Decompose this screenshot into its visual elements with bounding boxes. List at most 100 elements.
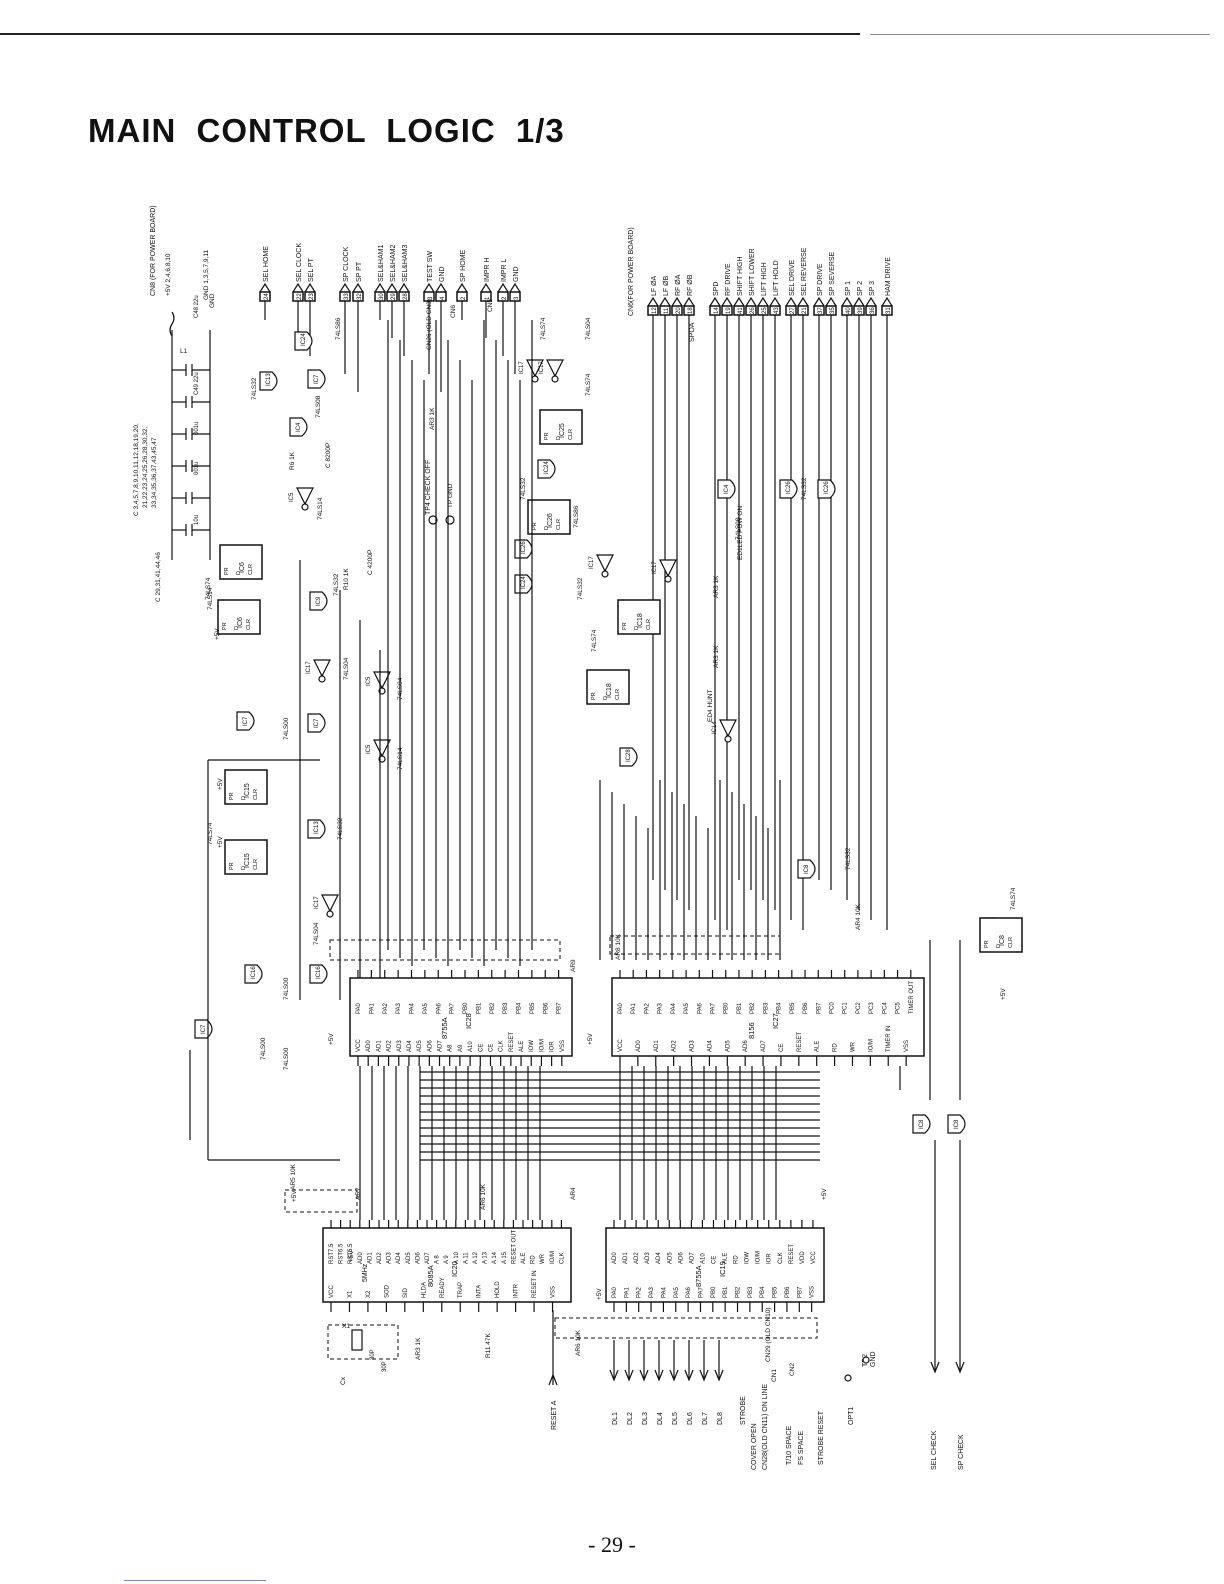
ic-pin-label: HOLD xyxy=(495,1281,501,1298)
ic-pin-label: IOR xyxy=(767,1253,773,1264)
ic-pin-label: PA6 xyxy=(436,1002,442,1014)
gate-ic26: IC26 xyxy=(779,479,798,499)
ic-pin-label: PB4 xyxy=(517,1002,523,1014)
ic-pin-label: IO/M xyxy=(868,1039,874,1052)
flip-flop-pin: PR xyxy=(229,792,235,800)
gate-body xyxy=(289,417,308,437)
power-connector-signal-label: SHIFT HIGH xyxy=(737,256,744,296)
ic-pin-label: PB0 xyxy=(724,1002,730,1014)
ic-pin-label: PB3 xyxy=(748,1286,754,1298)
flip-flop-pin: PR xyxy=(229,862,235,870)
gate-ic24: IC24 xyxy=(537,459,556,479)
gate-ic7: IC7 xyxy=(307,369,326,389)
power-connector-arrow xyxy=(683,296,695,307)
flip-flop-pin: PR xyxy=(224,567,230,575)
gate-body xyxy=(236,711,255,731)
led-pow-label: ED1LED POW ON xyxy=(737,506,744,560)
flip-flop-pin: D xyxy=(634,626,640,630)
logic-family-label: 74LS74 xyxy=(1010,887,1017,910)
crystal-x1 xyxy=(351,1329,363,1351)
inverter-ic17: IC17 xyxy=(519,359,544,383)
ic-pin-label: PC2 xyxy=(856,1002,862,1014)
cn26-label: CN26 (OLD CN3) xyxy=(426,299,433,350)
bottom-signal-label: DL3 xyxy=(642,1412,649,1425)
logic-family-label: 74LS00 xyxy=(283,717,290,740)
page-title: MAIN CONTROL LOGIC 1/3 xyxy=(88,112,565,149)
testpoint-opt1 xyxy=(844,1374,852,1382)
ic27-8156-body xyxy=(611,977,925,1057)
crystal-box xyxy=(327,1324,399,1360)
inverter-bubble xyxy=(724,735,732,743)
gate-ref: IC24 xyxy=(521,576,527,589)
connector-signal-label: GND xyxy=(439,266,446,282)
connector-pin-number: 1 xyxy=(485,296,491,300)
connector-pin-number: 32 xyxy=(357,293,363,300)
gate-ref: IC16 xyxy=(316,966,322,979)
ic-pin-label: AD5 xyxy=(725,1040,731,1052)
connector-arrow xyxy=(292,282,304,293)
gate-ref: IC5 xyxy=(366,676,372,686)
ic-pin-label: AD1 xyxy=(376,1040,382,1052)
ic-pin-label: PB2 xyxy=(736,1286,742,1298)
supply-5v-label: +5V xyxy=(821,1188,828,1200)
ic-pin-label: SID xyxy=(403,1287,409,1298)
flip-flop-body xyxy=(617,599,661,635)
power-connector-arrow xyxy=(865,296,877,307)
logic-family-label: 74LS04 xyxy=(313,922,320,945)
ic-pin-label: VCC xyxy=(329,1285,335,1298)
flip-flop-ref: IC6 xyxy=(237,617,244,628)
bottom-signal-label: DL1 xyxy=(612,1412,619,1425)
logic-family-label: 74LS04 xyxy=(343,657,350,680)
arrow-up-input xyxy=(548,1373,558,1386)
ic-pin-label: AD2 xyxy=(387,1040,393,1052)
ic-pin-label: PA5 xyxy=(674,1286,680,1298)
ic-pin-label: IO/M xyxy=(539,1039,545,1052)
power-connector-pin-number: 26 xyxy=(750,307,756,314)
bottom-signal-label: OPT1 xyxy=(848,1407,855,1425)
gate-ref: IC7 xyxy=(201,1024,207,1034)
led-hunt-label: ED4 HUNT xyxy=(707,689,714,722)
power-connector-pin-number: 12 xyxy=(652,307,658,314)
inverter-ic17: IC17 xyxy=(539,359,564,383)
inverter-bubble xyxy=(326,910,334,918)
ic-pin-label: PA5 xyxy=(684,1002,690,1014)
cn6-power-label: CN6(FOR POWER BOARD) xyxy=(628,227,635,316)
ic-pin-label: PA7 xyxy=(450,1002,456,1014)
ic-pin-label: AD6 xyxy=(678,1252,684,1264)
inverter-body xyxy=(313,659,331,678)
power-connector-signal-label: SP DRIVE xyxy=(817,263,824,296)
gate-ic26: IC26 xyxy=(514,539,533,559)
ic-pin-label: IOW xyxy=(745,1252,751,1264)
inverter-ic5: IC5 xyxy=(366,671,391,695)
ic-pin-label: PA7 xyxy=(711,1002,717,1014)
connector-pin-number: 33 xyxy=(344,293,350,300)
tp-gnd-label: TP GND xyxy=(447,483,454,508)
ic-pin-label: RST5.5 xyxy=(348,1243,354,1264)
resistor-ar3-label: AR3 1K xyxy=(429,407,436,430)
cn6-label: CN6 xyxy=(450,305,457,318)
power-connector-pin-number: 36 xyxy=(870,307,876,314)
ic-pin-label: AD0 xyxy=(612,1252,618,1264)
power-connector-signal-label: SPD xyxy=(713,282,720,296)
ic-pin-label: VCC xyxy=(356,1039,362,1052)
flip-flop-pin: PR xyxy=(222,622,228,630)
arrow-up-input xyxy=(654,1369,664,1382)
ic-pin-label: VSS xyxy=(904,1040,910,1052)
power-connector-arrow xyxy=(721,296,733,307)
ic-pin-label: ALE xyxy=(815,1041,821,1052)
page-number: - 29 - xyxy=(588,1532,636,1557)
power-connector-signal-label: RF DRIVE xyxy=(725,263,732,296)
ic-pin-label: CE xyxy=(711,1256,717,1264)
ic-pin-label: AD0 xyxy=(636,1040,642,1052)
bottom-signal-label: RESET A xyxy=(551,1400,558,1430)
gate-ref: IC28 xyxy=(626,749,632,762)
flip-flop-pin: D xyxy=(544,526,550,530)
arrow-down xyxy=(955,1361,965,1374)
inverter-ic5: IC5 xyxy=(366,739,391,763)
arrow-up-input xyxy=(639,1369,649,1382)
connector-signal-label: GND xyxy=(513,266,520,282)
ic-pin-label: PB4 xyxy=(777,1002,783,1014)
cn2-label: CN2 xyxy=(789,1363,796,1376)
